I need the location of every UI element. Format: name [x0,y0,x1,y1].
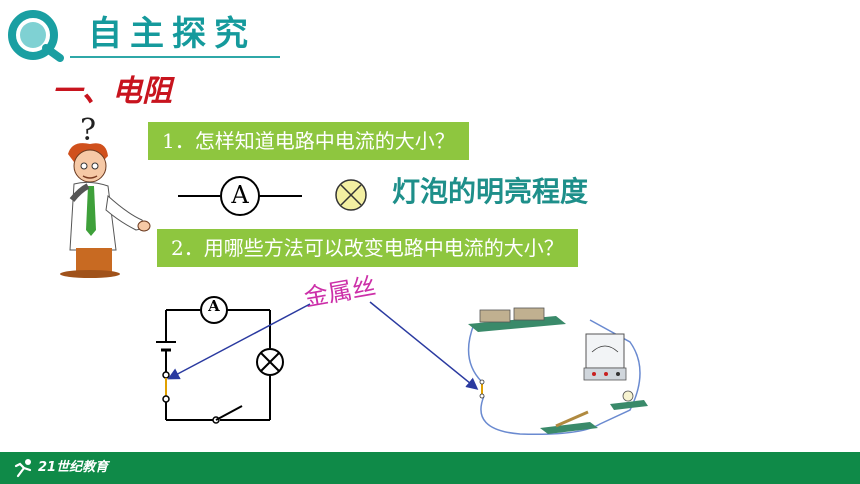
section-title: 一、电阻 [52,74,172,109]
page-header-title: 自主探究 [88,14,256,54]
ammeter-symbol-label: A [231,181,249,209]
svg-text:?: ? [80,113,96,148]
footer-logo-text: 21世纪教育 [38,460,109,475]
header-underline [70,56,280,58]
circuit-ammeter-label: A [208,297,220,315]
runner-logo-icon [14,459,32,478]
circuit-apparatus-illustration [467,307,648,436]
ammeter-symbol [178,176,302,216]
question-2-box: 2．用哪些方法可以改变电路中电流的大小？ [157,229,578,267]
header-badge-icon [8,10,64,62]
pointer-arrows [167,301,479,390]
thinking-man-illustration: ? [60,113,151,278]
question-1-box: 1．怎样知道电路中电流的大小？ [148,122,469,160]
bulb-symbol-icon [335,179,367,211]
circuit-schematic [156,296,284,424]
bulb-brightness-text: 灯泡的明亮程度 [392,175,589,208]
footer-bar [0,452,860,484]
